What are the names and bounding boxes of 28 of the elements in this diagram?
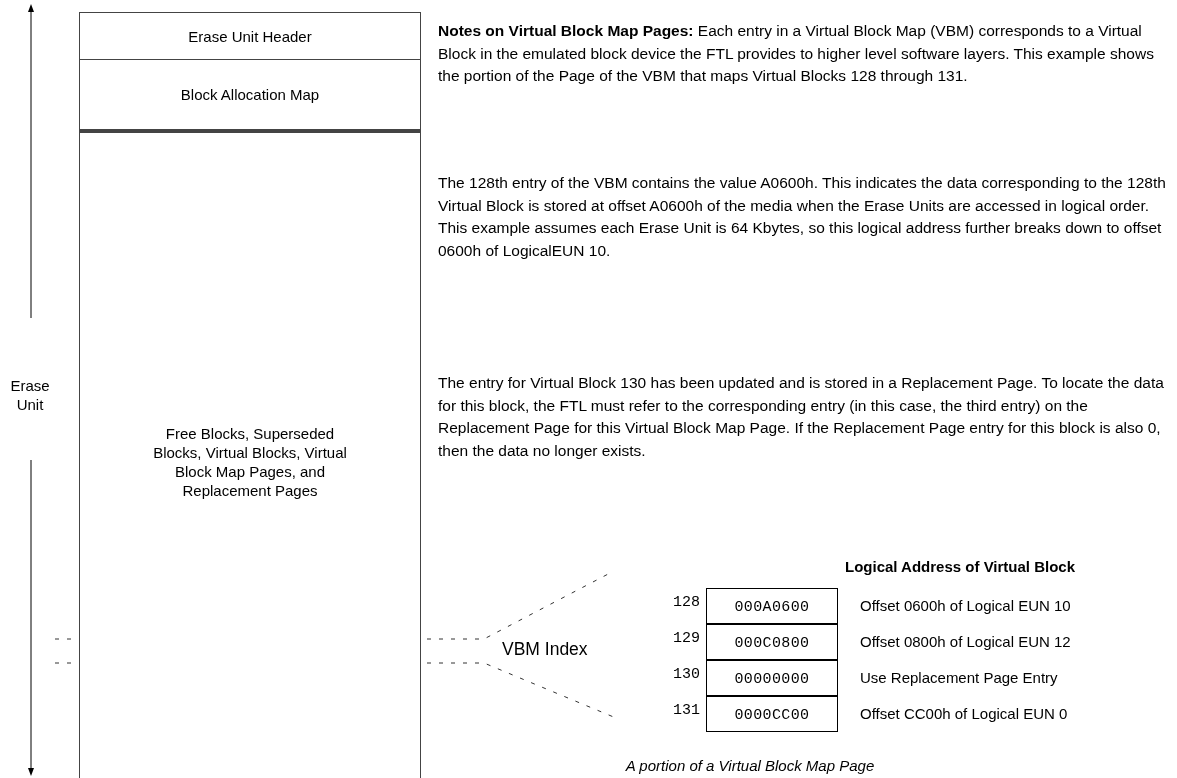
row-description: Use Replacement Page Entry (860, 668, 1058, 688)
notes-paragraph: Notes on Virtual Block Map Pages: Each entry in a Virtual Block Map (VBM) corresponds to a Virtual Block in the emulated block device the FTL provides to higher level software layers. This example shows the portion of the Page of the VBM that maps Virtual Blocks 128 through 131. (438, 21, 1155, 86)
section-label: Erase Unit Header (187, 26, 313, 46)
memory-section (79, 59, 421, 132)
table-row (706, 660, 838, 696)
section-label: Free Blocks, Superseded Blocks, Virtual Blocks, Virtual Block Map Pages, and Replacement Pages (152, 424, 348, 500)
table-row (706, 624, 838, 660)
row-description: Offset CC00h of Logical EUN 0 (860, 704, 1068, 724)
table-row (706, 588, 838, 624)
row-index: 131 (672, 701, 700, 721)
table-row (706, 696, 838, 732)
row-index: 128 (672, 593, 700, 613)
hex-value: 0000CC00 (734, 705, 810, 726)
hex-value: 000A0600 (734, 597, 810, 618)
section-label: Block Allocation Map (179, 85, 321, 104)
row-index: 130 (672, 665, 700, 685)
row-description: Offset 0600h of Logical EUN 10 (860, 596, 1071, 616)
row-description: Offset 0800h of Logical EUN 12 (860, 632, 1071, 652)
memory-section (79, 12, 421, 60)
notes-paragraph: The entry for Virtual Block 130 has been updated and is stored in a Replacement Page. To locate the data for this block, the FTL must refer to the corresponding entry (in this case, the third entry) on the Replacement Page for this Virtual Block Map Page. If the Replacement Page entry for this block is also 0, then the data no longer exists. (438, 373, 1165, 461)
index-label: VBM Index (502, 638, 588, 661)
column-heading: Logical Address of Virtual Block (845, 557, 1077, 577)
hex-value: 000C0800 (734, 633, 810, 654)
row-index: 129 (672, 629, 700, 649)
memory-section (79, 132, 421, 778)
notes-paragraph: The 128th entry of the VBM contains the value A0600h. This indicates the data corresponding to the 128th Virtual Block is stored at offset A0600h of the media when the Erase Units are accessed in logical order. This example assumes each Erase Unit is 64 Kbytes, so this logical address further breaks down to offset 0600h of LogicalEUN 10. (438, 173, 1167, 261)
caption: A portion of a Virtual Block Map Page (624, 756, 876, 776)
hex-value: 00000000 (734, 669, 810, 690)
